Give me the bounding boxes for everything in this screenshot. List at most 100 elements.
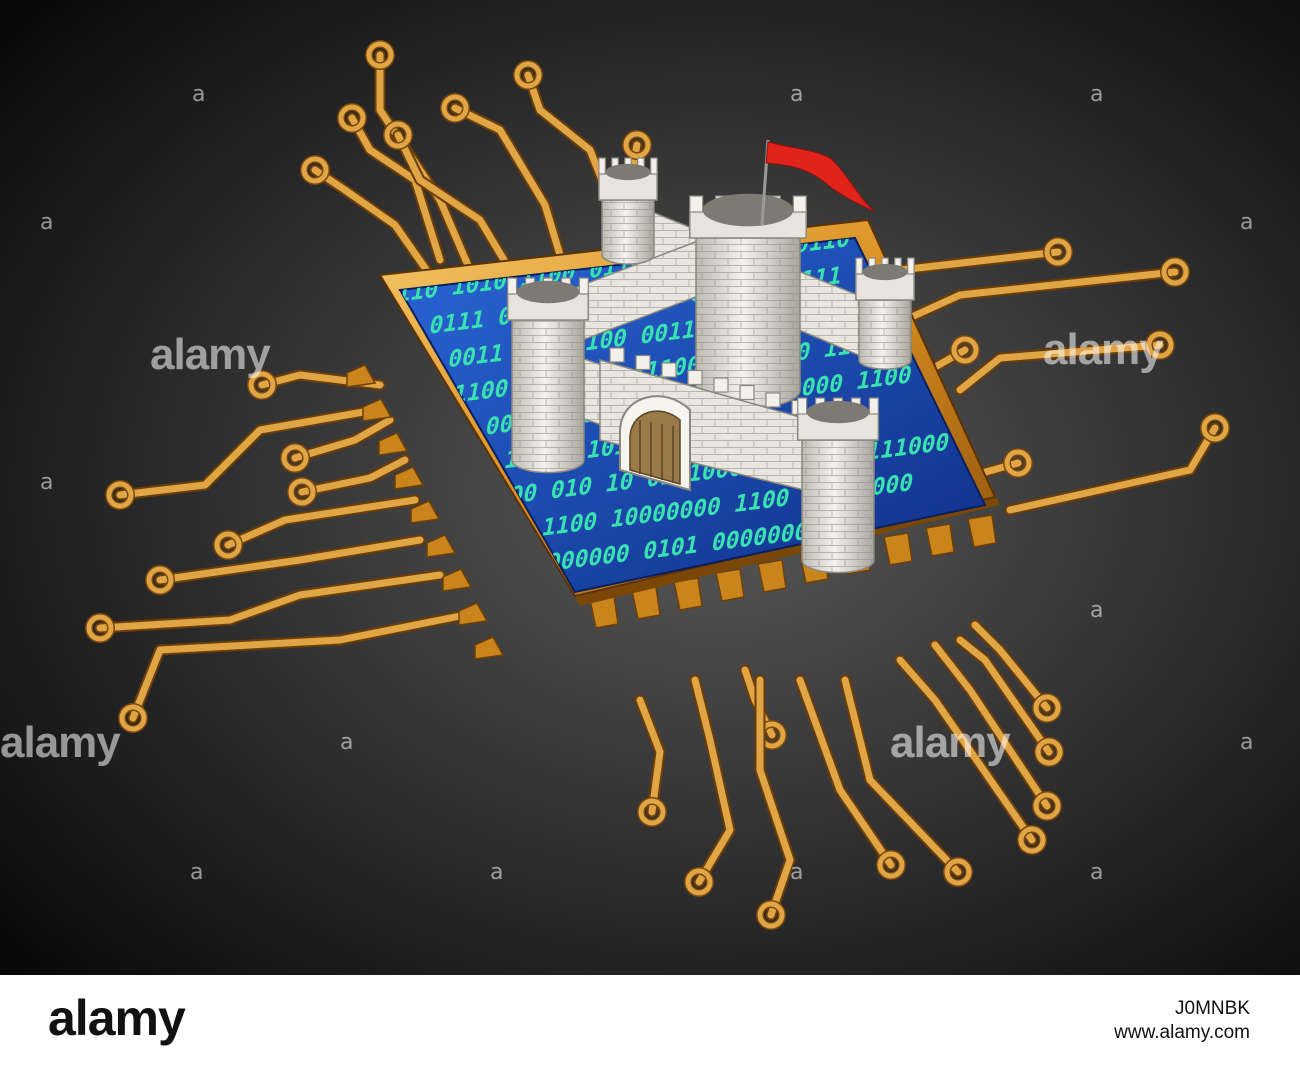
- chip-pin: [426, 534, 457, 558]
- site-url: www.alamy.com: [1114, 1022, 1250, 1043]
- tower-bricks: [859, 300, 911, 370]
- trace-pad-ring: [1033, 694, 1061, 722]
- tower-merlon: [855, 257, 863, 275]
- footer-bar: alamy J0MNBK www.alamy.com: [0, 975, 1300, 1065]
- tower-merlon: [689, 195, 704, 213]
- tower-merlon: [792, 195, 807, 213]
- chip-pin: [458, 602, 489, 626]
- tower-bricks: [602, 200, 654, 265]
- chip-pin: [967, 514, 997, 548]
- tower-merlon: [797, 397, 808, 415]
- watermark-logo-mark: a: [1090, 598, 1104, 623]
- trace-pad-ring: [951, 336, 979, 364]
- wall-merlon: [635, 354, 651, 371]
- wall-merlon: [739, 384, 755, 401]
- trace-pad-ring: [338, 104, 366, 132]
- watermark-logo-mark: a: [192, 82, 206, 107]
- watermark-text: alamy: [150, 330, 271, 379]
- circuit-trace: [298, 456, 409, 496]
- wall-merlon: [661, 362, 677, 378]
- chip-pin: [925, 523, 955, 557]
- castle-fortress: [506, 139, 915, 574]
- chip-pin: [715, 568, 745, 602]
- watermark-logo-mark: a: [340, 730, 354, 755]
- circuit-trace: [451, 104, 564, 259]
- circuit-trace: [691, 676, 734, 886]
- trace-pad-ring: [877, 851, 905, 879]
- circuit-trace: [956, 636, 1053, 756]
- tower-bricks: [802, 440, 874, 573]
- circuit-trace: [311, 166, 434, 279]
- trace-pad-ring: [384, 121, 412, 149]
- wall-merlon: [609, 347, 625, 363]
- tower-merlon: [868, 397, 879, 415]
- circuit-trace: [931, 641, 1051, 810]
- trace-pad-ring: [86, 614, 114, 642]
- watermark-logo-mark: a: [40, 210, 54, 235]
- circuit-trace: [896, 656, 1036, 844]
- castle-gate: [619, 395, 691, 492]
- trace-pad-ring: [366, 41, 394, 69]
- chip-castle-illustration: 1100 0110 1010 1100 0110 1010 1100 0110 …: [0, 0, 1300, 975]
- circuit-trace: [956, 341, 1164, 394]
- wall-merlon: [713, 377, 729, 393]
- chip-pin: [442, 568, 473, 592]
- watermark-logo-mark: a: [490, 860, 504, 885]
- trace-pad-ring: [301, 156, 329, 184]
- tower-bricks: [696, 238, 800, 409]
- circuit-trace: [129, 611, 469, 722]
- tower-bricks: [512, 320, 584, 473]
- chip-pin: [362, 398, 393, 422]
- trace-pad-ring: [281, 444, 309, 472]
- circuit-trace: [971, 621, 1051, 712]
- circuit-trace: [156, 536, 424, 584]
- footer-image-info: J0MNBK www.alamy.com: [1114, 997, 1250, 1045]
- trace-pad-ring: [638, 798, 666, 826]
- watermark-text: alamy: [1043, 325, 1164, 374]
- watermark-logo-mark: a: [190, 860, 204, 885]
- circuit-trace: [116, 406, 379, 499]
- circuit-trace: [1006, 424, 1219, 514]
- circuit-trace: [291, 416, 394, 462]
- tower-merlon: [598, 157, 606, 175]
- trace-pad-ring: [1004, 449, 1032, 477]
- image-id: J0MNBK: [1175, 998, 1250, 1019]
- circuit-trace: [841, 676, 962, 876]
- tower-merlon: [578, 277, 589, 295]
- tower-opening: [862, 263, 908, 281]
- watermark-text: alamy: [0, 718, 121, 767]
- watermark-logo-mark: a: [40, 470, 54, 495]
- castle-tower-back-right: [855, 257, 915, 370]
- circuit-trace: [394, 131, 514, 274]
- watermark-logo-mark: a: [1090, 82, 1104, 107]
- trace-pad-ring: [944, 858, 972, 886]
- trace-pad-ring: [441, 94, 469, 122]
- trace-pad-ring: [1044, 238, 1072, 266]
- chip-pin: [757, 559, 787, 593]
- tower-opening: [806, 400, 870, 424]
- trace-pad-ring: [1018, 826, 1046, 854]
- chip-pin: [378, 432, 409, 456]
- tower-merlon: [907, 257, 915, 275]
- trace-pad-ring: [106, 481, 134, 509]
- tower-opening: [516, 280, 580, 304]
- tower-opening: [702, 193, 794, 227]
- trace-pad-ring: [685, 868, 713, 896]
- trace-pad-ring: [248, 371, 276, 399]
- chip-pin: [346, 364, 377, 388]
- trace-pad-ring: [1033, 792, 1061, 820]
- trace-pad-ring: [146, 566, 174, 594]
- watermark-logo-mark: a: [790, 860, 804, 885]
- chip-pin: [410, 500, 441, 524]
- chip-pin: [474, 636, 505, 660]
- trace-pad-ring: [119, 704, 147, 732]
- circuit-traces: [85, 40, 1230, 930]
- trace-pad-ring: [288, 478, 316, 506]
- trace-pad-ring: [1161, 258, 1189, 286]
- watermark-logo-mark: a: [1240, 210, 1254, 235]
- tower-merlon: [507, 277, 518, 295]
- circuit-trace: [636, 696, 664, 816]
- trace-pad-ring: [1201, 414, 1229, 442]
- gate-door: [629, 410, 681, 485]
